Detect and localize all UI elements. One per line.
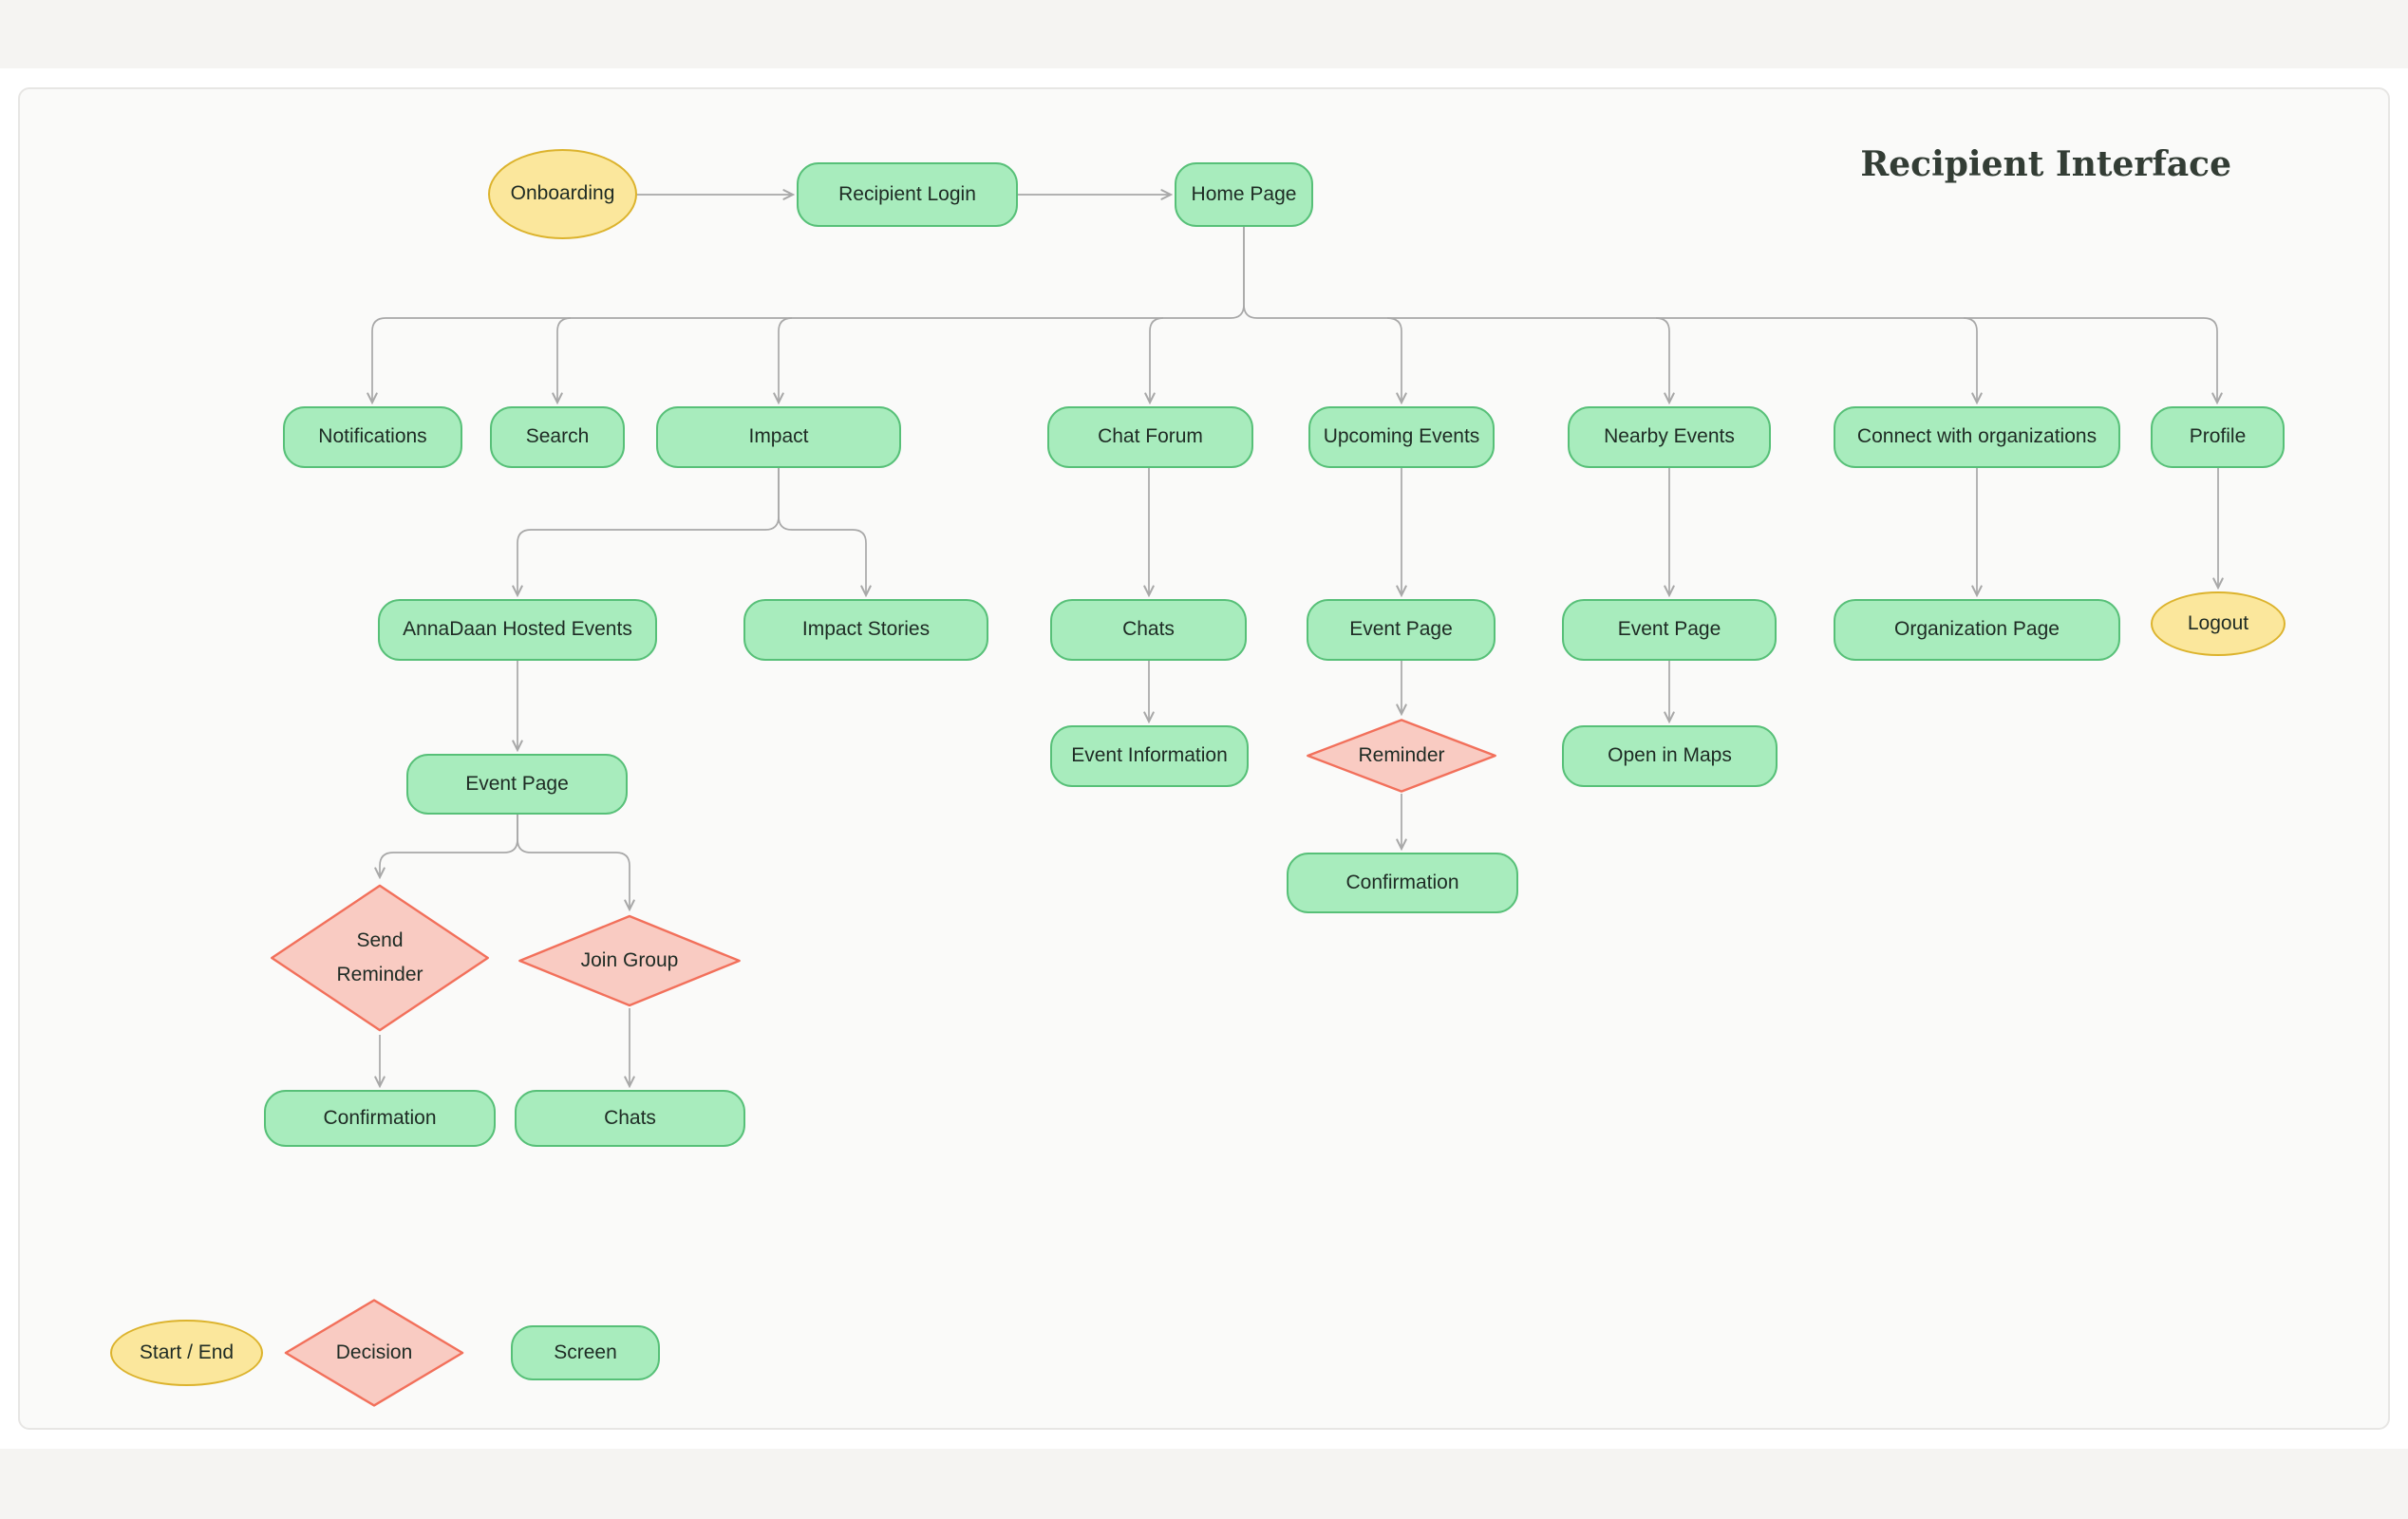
node-nearby-events[interactable]: Nearby Events xyxy=(1568,406,1771,468)
node-confirmation-reminder[interactable]: Confirmation xyxy=(1287,853,1518,913)
legend-screen[interactable]: Screen xyxy=(511,1325,660,1380)
node-chat-forum[interactable]: Chat Forum xyxy=(1047,406,1253,468)
node-event-page-upcoming[interactable]: Event Page xyxy=(1307,599,1496,661)
node-label: Chats xyxy=(1122,618,1175,641)
node-join-group[interactable]: Join Group xyxy=(513,913,746,1008)
node-label: Upcoming Events xyxy=(1323,425,1480,448)
diagram-title: Recipient Interface xyxy=(1860,144,2231,184)
legend-label: Decision xyxy=(335,1341,413,1363)
legend-decision[interactable]: Decision xyxy=(280,1297,468,1409)
node-label: Open in Maps xyxy=(1608,744,1732,767)
node-reminder[interactable]: Reminder xyxy=(1302,718,1501,794)
legend-label: Screen xyxy=(554,1341,617,1363)
node-label: Onboarding xyxy=(510,182,615,205)
node-label: Impact xyxy=(748,425,809,448)
node-label: Impact Stories xyxy=(801,618,931,641)
diamond-shape xyxy=(265,881,495,1035)
node-label: Recipient Login xyxy=(838,182,976,205)
node-label: Send Reminder xyxy=(336,929,423,985)
node-label: Connect with organizations xyxy=(1856,425,2098,448)
node-label: Event Page xyxy=(1349,618,1453,641)
node-label: AnnaDaan Hosted Events xyxy=(403,618,632,641)
node-send-reminder[interactable]: Send Reminder xyxy=(265,881,495,1035)
node-recipient-login[interactable]: Recipient Login xyxy=(797,162,1018,227)
node-label: Home Page xyxy=(1191,182,1297,205)
node-organization-page[interactable]: Organization Page xyxy=(1834,599,2120,661)
node-label: Profile xyxy=(2189,425,2247,448)
node-search[interactable]: Search xyxy=(490,406,625,468)
node-label: Reminder xyxy=(1358,743,1445,766)
node-notifications[interactable]: Notifications xyxy=(283,406,462,468)
node-label: Event Page xyxy=(1617,618,1721,641)
node-label: Search xyxy=(525,425,590,448)
node-label: Logout xyxy=(2187,611,2249,634)
node-chats-forum[interactable]: Chats xyxy=(1050,599,1247,661)
node-onboarding[interactable]: Onboarding xyxy=(488,149,637,239)
node-event-page-hosted[interactable]: Event Page xyxy=(406,754,628,815)
node-chats-join[interactable]: Chats xyxy=(515,1090,745,1147)
node-open-in-maps[interactable]: Open in Maps xyxy=(1562,725,1778,787)
diamond-shape xyxy=(513,913,746,1008)
node-profile[interactable]: Profile xyxy=(2151,406,2285,468)
bottom-bar xyxy=(0,1449,2408,1519)
node-label: Event Page xyxy=(465,772,569,795)
node-label: Confirmation xyxy=(323,1106,437,1129)
node-label: Notifications xyxy=(318,425,427,448)
legend-label: Start / End xyxy=(139,1341,235,1363)
node-label: Organization Page xyxy=(1894,618,2060,641)
node-home-page[interactable]: Home Page xyxy=(1175,162,1313,227)
node-label: Nearby Events xyxy=(1604,425,1735,448)
node-label: Event Information xyxy=(1071,744,1228,767)
node-label: Chat Forum xyxy=(1098,425,1203,448)
diamond-shape xyxy=(1302,718,1501,794)
node-upcoming-events[interactable]: Upcoming Events xyxy=(1308,406,1495,468)
node-event-information[interactable]: Event Information xyxy=(1050,725,1249,787)
node-confirmation-send[interactable]: Confirmation xyxy=(264,1090,496,1147)
node-impact-stories[interactable]: Impact Stories xyxy=(743,599,988,661)
diamond-shape xyxy=(280,1297,468,1409)
node-label: Chats xyxy=(604,1106,656,1129)
node-annadaan-hosted-events[interactable]: AnnaDaan Hosted Events xyxy=(378,599,657,661)
node-label: Join Group xyxy=(580,948,679,971)
top-bar xyxy=(0,0,2408,68)
node-logout[interactable]: Logout xyxy=(2151,591,2286,656)
node-label: Confirmation xyxy=(1345,871,1459,893)
node-connect-with-organizations[interactable]: Connect with organizations xyxy=(1834,406,2120,468)
node-impact[interactable]: Impact xyxy=(656,406,901,468)
node-event-page-nearby[interactable]: Event Page xyxy=(1562,599,1777,661)
legend-start-end[interactable]: Start / End xyxy=(110,1320,263,1386)
